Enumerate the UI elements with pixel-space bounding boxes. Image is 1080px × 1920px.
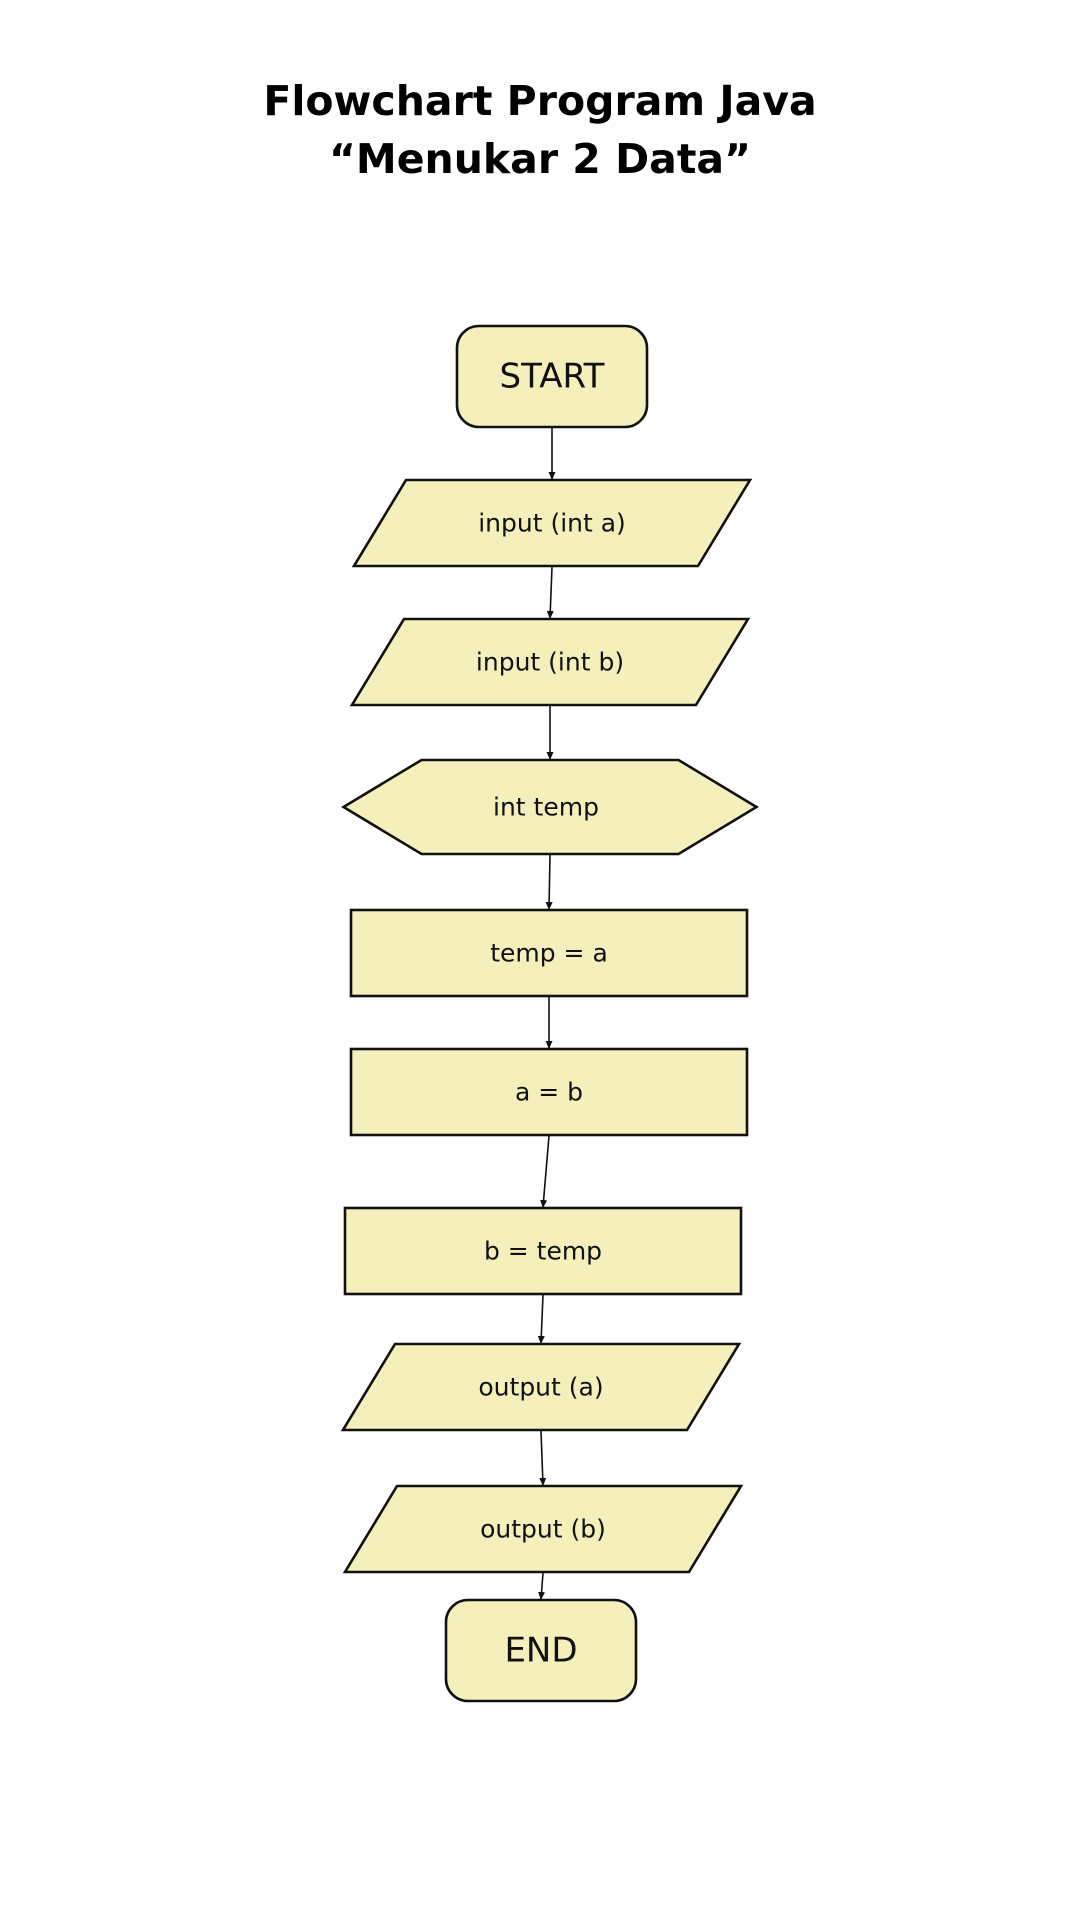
node-start: START bbox=[455, 324, 649, 429]
node-b-eq-temp: b = temp bbox=[343, 1206, 743, 1296]
node-int-temp-label: int temp bbox=[493, 793, 599, 822]
node-temp-eq-a-shape bbox=[349, 908, 749, 998]
node-a-eq-b: a = b bbox=[349, 1047, 749, 1137]
edge-output-a-to-output-b bbox=[539, 1430, 547, 1486]
node-end-label: END bbox=[504, 1631, 577, 1671]
node-b-eq-temp-shape bbox=[343, 1206, 743, 1296]
node-output-b-label: output (b) bbox=[480, 1515, 606, 1544]
node-start-shape bbox=[455, 324, 649, 429]
node-input-a-label: input (int a) bbox=[478, 509, 626, 538]
node-output-a: output (a) bbox=[340, 1342, 742, 1432]
edge-a-eq-b-to-b-eq-temp bbox=[540, 1135, 550, 1208]
node-input-b: input (int b) bbox=[349, 617, 751, 707]
node-output-b: output (b) bbox=[342, 1484, 744, 1574]
node-input-a: input (int a) bbox=[351, 478, 753, 568]
node-temp-eq-a: temp = a bbox=[349, 908, 749, 998]
flowchart-edges bbox=[537, 428, 556, 1600]
node-int-temp-shape bbox=[340, 758, 760, 856]
diagram-title: Flowchart Program Java “Menukar 2 Data” bbox=[0, 72, 1080, 188]
edge-int-temp-to-temp-eq-a bbox=[545, 854, 553, 910]
node-end-shape bbox=[444, 1598, 638, 1703]
diagram-title-line-2: “Menukar 2 Data” bbox=[328, 135, 752, 183]
node-output-a-shape bbox=[340, 1342, 742, 1432]
node-output-a-label: output (a) bbox=[478, 1373, 603, 1402]
edge-output-b-to-end bbox=[538, 1572, 546, 1600]
node-a-eq-b-label: a = b bbox=[515, 1078, 583, 1107]
node-output-b-shape bbox=[342, 1484, 744, 1574]
edge-b-eq-temp-to-output-a bbox=[537, 1294, 545, 1344]
flowchart-nodes: START input (int a) input (int b) int temp t… bbox=[340, 324, 760, 1703]
node-end: END bbox=[444, 1598, 638, 1703]
edge-input-a-to-input-b bbox=[546, 566, 554, 619]
node-input-a-shape bbox=[351, 478, 753, 568]
node-b-eq-temp-label: b = temp bbox=[484, 1237, 602, 1266]
node-start-label: START bbox=[500, 357, 605, 397]
node-int-temp: int temp bbox=[340, 758, 760, 856]
diagram-title-line-1: Flowchart Program Java bbox=[263, 77, 817, 125]
node-input-b-shape bbox=[349, 617, 751, 707]
node-input-b-label: input (int b) bbox=[476, 648, 624, 677]
node-a-eq-b-shape bbox=[349, 1047, 749, 1137]
node-temp-eq-a-label: temp = a bbox=[490, 939, 608, 968]
